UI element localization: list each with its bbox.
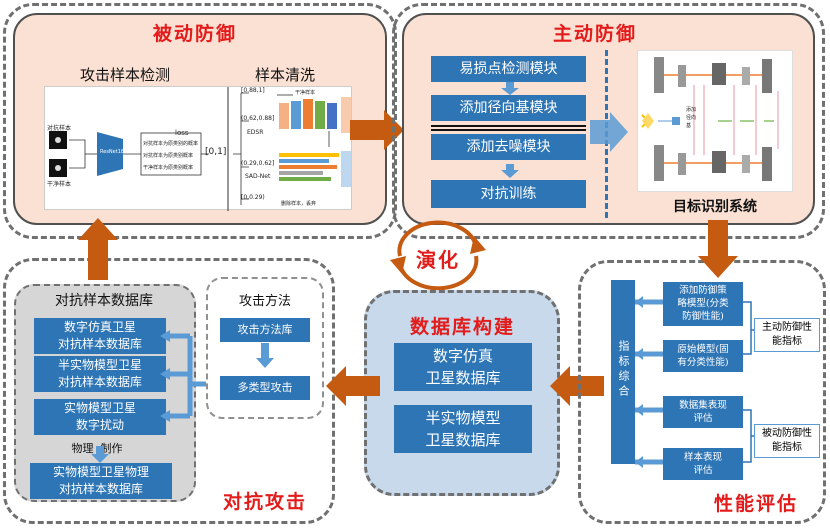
db-digital-sim-adv-text: 数字仿真卫星 对抗样本数据库	[57, 320, 142, 351]
multi-type-attack: 多类型攻击	[220, 376, 310, 400]
fig-prob-c: 干净样本为原类别概率	[143, 165, 194, 171]
fig-prob-b: 对抗样本为原类别概率	[143, 153, 194, 159]
performance-connectors	[635, 296, 755, 468]
module-down-arrows	[501, 82, 519, 178]
evolution-cycle-icon	[390, 220, 486, 291]
db-physical-digital-perturb: 实物模型卫星 数字扰动	[34, 399, 166, 435]
index-synthesis-bar	[611, 280, 635, 464]
fig-interval-3: (0.29,0.62]	[241, 160, 275, 167]
fig-clean-tag: 干净样本	[295, 90, 316, 96]
attack-method-title: 攻击方法	[238, 294, 291, 309]
module-adversarial-training: 对抗训练	[431, 180, 586, 208]
fig-loss-label: loss	[175, 129, 189, 137]
module-separator-2	[431, 129, 586, 131]
arrow-method-down	[256, 343, 274, 368]
db-semi-physical-satellite-text: 半实物模型 卫星数据库	[425, 409, 501, 449]
arrow-passive-to-active	[350, 110, 404, 150]
target-fig-label-2: 径向	[686, 115, 697, 121]
passive-defense-panel	[3, 3, 397, 239]
fig-delete-tag: 删除样本，丢弃	[281, 201, 317, 207]
detection-figure: 对抗样本 干净样本 ResNet18 loss 对抗样本为原类别的概率 对抗样本…	[44, 86, 352, 211]
db-physical-adv-text: 实物模型卫星物理 对抗样本数据库	[52, 465, 149, 496]
db-semi-physical-adv: 半实物模型卫星 对抗样本数据库	[34, 356, 166, 392]
db-semi-physical-adv-text: 半实物模型卫星 对抗样本数据库	[57, 358, 142, 389]
fig-edsr-label: EDSR	[247, 129, 264, 136]
active-defense-panel	[392, 3, 825, 239]
active-defense-title: 主动防御	[552, 23, 637, 45]
fig-interval-main: [0,1]	[205, 147, 227, 157]
db-digital-sim-satellite-text: 数字仿真 卫星数据库	[425, 347, 501, 387]
perf-original-model-text: 原始模型(固 有分类性能)	[677, 344, 729, 368]
module-add-rbf: 添加径向基模块	[431, 95, 586, 121]
passive-defense-index: 被动防御性 能指标	[754, 424, 820, 458]
adversarial-attack-title: 对抗攻击	[222, 491, 307, 513]
fig-prob-a: 对抗样本为原类别的概率	[143, 141, 199, 147]
db-digital-sim-satellite: 数字仿真 卫星数据库	[394, 343, 532, 391]
fig-resnet-label: ResNet18	[100, 149, 125, 155]
fig-adv-sample-label: 对抗样本	[47, 125, 72, 132]
perf-defense-model: 添加防御策 略模型(分类 防御性能)	[663, 282, 743, 326]
target-recognition-label: 目标识别系统	[673, 199, 757, 215]
passive-defense-title: 被动防御	[152, 23, 237, 45]
passive-defense-index-text: 被动防御性 能指标	[762, 428, 812, 453]
db-digital-sim-adv: 数字仿真卫星 对抗样本数据库	[34, 318, 166, 354]
fig-interval-1: [0.88,1]	[241, 87, 265, 94]
perf-defense-model-text: 添加防御策 略模型(分类 防御性能)	[677, 285, 729, 322]
performance-panel	[578, 260, 826, 524]
adversarial-db-title: 对抗样本数据库	[55, 293, 153, 309]
active-defense-index-text: 主动防御性 能指标	[762, 322, 812, 347]
target-fig-label-1: 添加	[686, 107, 697, 113]
perf-sample-eval: 样本表现 评估	[663, 448, 743, 480]
arrow-modules-to-target	[590, 112, 628, 152]
fig-clean-sample-label: 干净样本	[47, 181, 72, 188]
arrow-database-to-adversarial	[326, 366, 380, 406]
index-synthesis-label: 指标综合	[617, 340, 630, 400]
arrow-active-to-performance	[698, 220, 738, 278]
module-separator-1	[431, 125, 586, 127]
arrow-adversarial-to-passive	[78, 218, 118, 280]
module-vulnerable-point-detection: 易损点检测模块	[431, 56, 586, 82]
perf-sample-eval-text: 样本表现 评估	[683, 452, 722, 476]
performance-title: 性能评估	[713, 493, 798, 515]
database-title: 数据库构建	[409, 316, 515, 338]
db-semi-physical-satellite: 半实物模型 卫星数据库	[394, 405, 532, 453]
db-physical-digital-perturb-text: 实物模型卫星 数字扰动	[63, 401, 136, 432]
active-defense-index: 主动防御性 能指标	[754, 318, 820, 352]
attack-sample-detection-title: 攻击样本检测	[79, 66, 170, 84]
physical-fabrication-label: 物理 制作	[71, 442, 123, 455]
target-fig-label-3: 基	[686, 123, 692, 129]
attack-method-library: 攻击方法库	[220, 318, 310, 342]
perf-dataset-eval: 数据集表现 评估	[663, 396, 743, 428]
fig-interval-4: [0,0.29)	[241, 194, 265, 201]
evolution-label: 演化	[416, 248, 460, 272]
sample-cleaning-title: 样本清洗	[254, 66, 315, 84]
perf-dataset-eval-text: 数据集表现 评估	[679, 400, 727, 424]
fig-sadnet-label: SAD-Net	[245, 173, 271, 180]
arrow-fabrication-down	[91, 446, 109, 463]
module-add-denoise: 添加去噪模块	[431, 134, 586, 160]
perf-original-model: 原始模型(固 有分类性能)	[663, 340, 743, 372]
method-to-db-connector	[160, 330, 220, 422]
db-physical-adv: 实物模型卫星物理 对抗样本数据库	[30, 463, 172, 499]
target-recognition-figure: 添加 径向 基	[637, 50, 793, 192]
arrow-performance-to-database	[550, 366, 604, 406]
fig-interval-2: (0.62,0.88]	[241, 115, 275, 122]
